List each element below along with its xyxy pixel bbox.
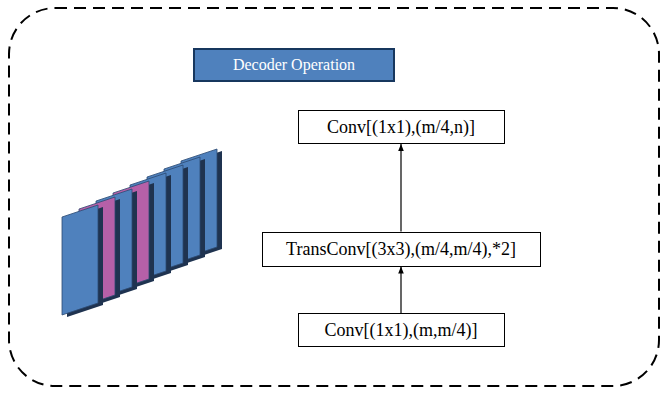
box-label: TransConv[(3x3),(m/4,m/4),*2] <box>286 239 516 260</box>
process-box: TransConv[(3x3),(m/4,m/4),*2] <box>262 232 541 267</box>
feature-map-stack <box>62 149 222 317</box>
box-label: Decoder Operation <box>233 56 355 74</box>
process-box: Conv[(1x1),(m,m/4)] <box>298 313 505 347</box>
title-box: Decoder Operation <box>193 48 395 82</box>
process-box: Conv[(1x1),(m/4,n)] <box>298 110 505 144</box>
arrow-connector <box>400 144 401 232</box>
dashed-region <box>9 8 659 386</box>
box-label: Conv[(1x1),(m/4,n)] <box>327 117 475 138</box>
feature-map <box>62 205 98 315</box>
box-label: Conv[(1x1),(m,m/4)] <box>325 320 478 341</box>
arrow-connector <box>400 267 401 314</box>
